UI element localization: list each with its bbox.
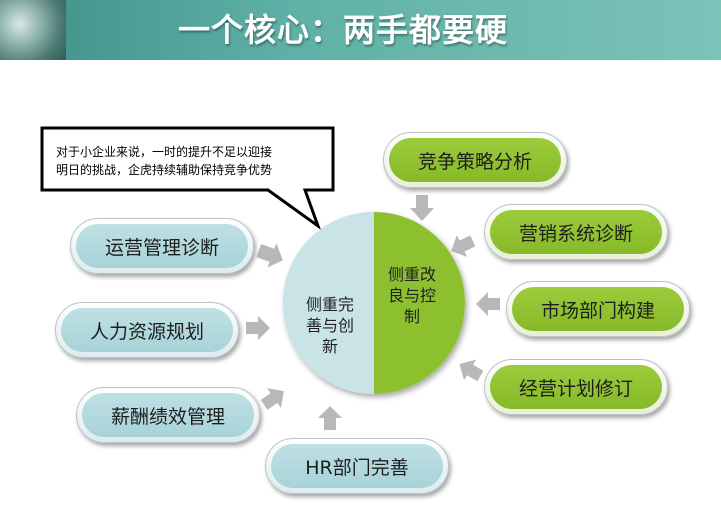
header-bar: 一个核心：两手都要硬	[0, 0, 721, 60]
arrow-icon	[246, 316, 270, 340]
center-right-line-2: 良与控	[388, 286, 437, 305]
center-left-label: 侧重完 善与创 新	[306, 294, 354, 357]
arrow-icon	[260, 388, 284, 410]
center-right-line-1: 侧重改	[388, 265, 437, 284]
arrow-icon	[476, 292, 500, 316]
pill-hr-planning: 人力资源规划	[55, 302, 239, 358]
arrow-icon	[256, 243, 283, 268]
pill-operations-diagnosis-label: 运营管理诊断	[76, 224, 248, 268]
header-photo	[0, 0, 66, 60]
pill-market-department: 市场部门构建	[506, 281, 690, 337]
center-right-label: 侧重改 良与控 制	[388, 264, 436, 327]
callout-line-2: 明日的挑战，企虎持续辅助保持竞争优势	[56, 163, 273, 177]
page-title: 一个核心：两手都要硬	[178, 11, 509, 49]
pill-hr-department-label: HR部门完善	[271, 444, 443, 488]
pill-hr-planning-label: 人力资源规划	[61, 308, 233, 352]
callout-line-1: 对于小企业来说，一时的提升不足以迎接	[56, 145, 273, 159]
pill-business-plan: 经营计划修订	[484, 359, 668, 415]
arrow-icon	[451, 235, 476, 257]
pill-compensation-management-label: 薪酬绩效管理	[82, 393, 254, 437]
arrow-icon	[410, 195, 434, 221]
arrow-icon	[318, 406, 342, 430]
pill-business-plan-label: 经营计划修订	[490, 365, 662, 409]
pill-competitive-strategy: 竞争策略分析	[383, 132, 567, 188]
arrow-icon	[459, 359, 484, 382]
pill-marketing-diagnosis: 营销系统诊断	[484, 204, 668, 260]
center-right-line-3: 制	[404, 307, 421, 326]
pill-compensation-management: 薪酬绩效管理	[76, 387, 260, 443]
pill-operations-diagnosis: 运营管理诊断	[70, 218, 254, 274]
center-left-line-3: 新	[322, 337, 339, 356]
pill-market-department-label: 市场部门构建	[512, 287, 684, 331]
pill-competitive-strategy-label: 竞争策略分析	[389, 138, 561, 182]
callout-text: 对于小企业来说，一时的提升不足以迎接 明日的挑战，企虎持续辅助保持竞争优势	[56, 143, 326, 179]
pill-marketing-diagnosis-label: 营销系统诊断	[490, 210, 662, 254]
center-left-line-2: 善与创	[306, 316, 355, 335]
pill-hr-department: HR部门完善	[265, 438, 449, 494]
center-left-line-1: 侧重完	[306, 295, 355, 314]
